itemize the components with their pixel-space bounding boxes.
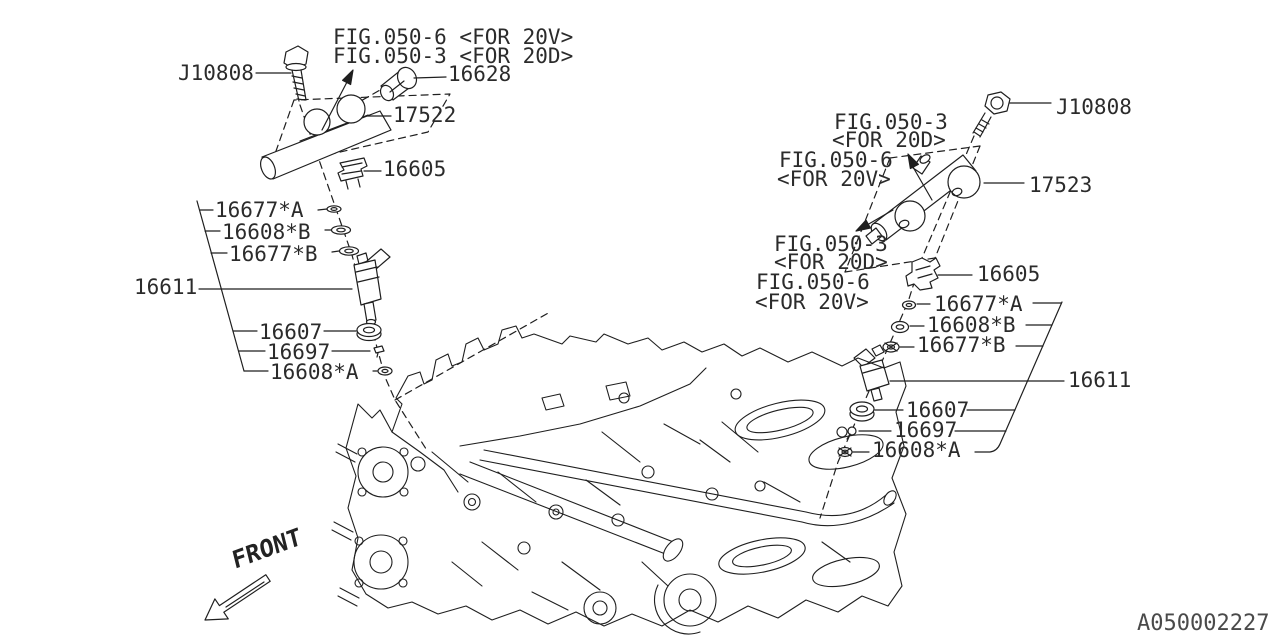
leader-lines (196, 72, 1065, 453)
fig-reference-arrows (321, 69, 933, 232)
part-label-left-16607: 16607 (259, 320, 323, 344)
drawing-number: A050002227 (1137, 611, 1270, 636)
engine-drawing (331, 325, 907, 635)
part-label-right-16607: 16607 (906, 398, 970, 422)
label-left-fig-note-1: FIG.050-6 <FOR 20V> (333, 25, 574, 49)
part-label-left-16677a: 16677*A (215, 198, 304, 222)
part-label-left-16608a: 16608*A (270, 360, 359, 384)
part-label-16628: 16628 (448, 62, 512, 86)
part-label-17522: 17522 (393, 103, 457, 127)
part-label-left-16677b: 16677*B (229, 242, 318, 266)
part-label-left-16611: 16611 (134, 275, 198, 299)
part-label-left-j10808: J10808 (178, 61, 254, 85)
right-rail-assembly-drawing (837, 91, 1011, 458)
label-right-fig-note-1b: <FOR 20D> (832, 128, 946, 152)
part-label-17523: 17523 (1029, 173, 1093, 197)
part-label-right-j10808: J10808 (1056, 95, 1132, 119)
part-label-right-16611: 16611 (1068, 368, 1132, 392)
part-label-right-16608b: 16608*B (927, 313, 1016, 337)
part-label-left-16605: 16605 (383, 157, 447, 181)
part-label-left-16697: 16697 (267, 340, 331, 364)
part-label-right-16677a: 16677*A (934, 292, 1023, 316)
label-right-fig-note-3a: FIG.050-3 (774, 232, 888, 256)
part-label-right-16697: 16697 (894, 418, 958, 442)
part-label-right-16677b: 16677*B (917, 333, 1006, 357)
label-right-fig-note-3b: <FOR 20D> (774, 250, 888, 274)
label-right-fig-note-4a: FIG.050-6 (756, 270, 870, 294)
part-label-right-16605: 16605 (977, 262, 1041, 286)
label-right-fig-note-2b: <FOR 20V> (777, 167, 891, 191)
part-label-left-16608b: 16608*B (222, 220, 311, 244)
label-right-fig-note-4b: <FOR 20V> (755, 290, 869, 314)
label-left-fig-note-2: FIG.050-3 <FOR 20D> (333, 44, 574, 68)
front-direction-arrow (204, 574, 271, 621)
left-rail-assembly-drawing (259, 45, 418, 376)
label-right-fig-note-2a: FIG.050-6 (779, 148, 893, 172)
part-label-right-16608a: 16608*A (872, 438, 961, 462)
label-right-fig-note-1a: FIG.050-3 (834, 110, 948, 134)
